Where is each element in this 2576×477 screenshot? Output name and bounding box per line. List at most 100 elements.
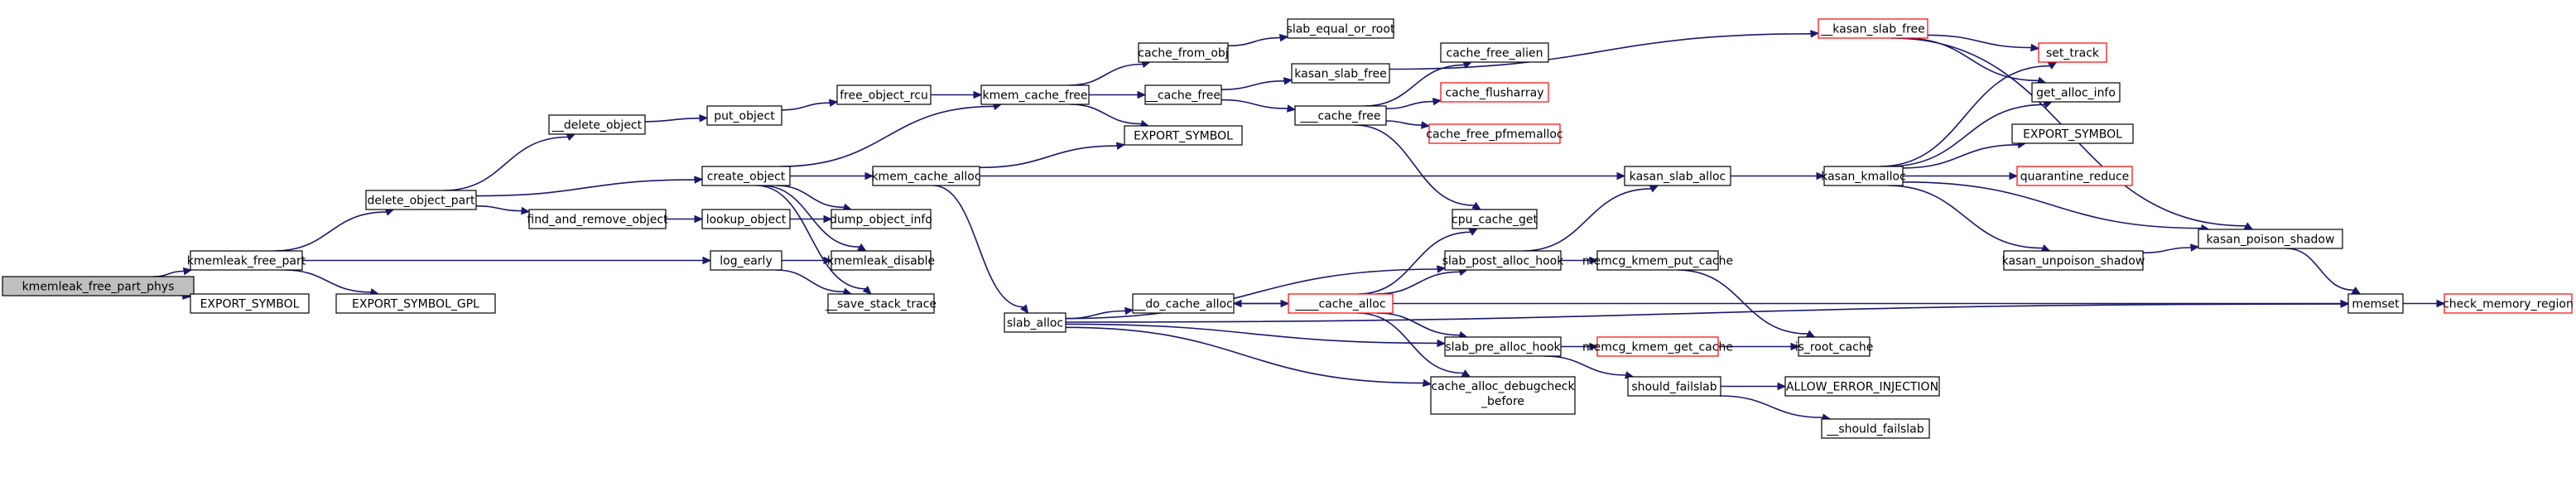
node---should-failslab[interactable]: __should_failslab (1821, 418, 1930, 439)
node-slab-alloc[interactable]: slab_alloc (1004, 312, 1067, 333)
node-box (1132, 293, 1235, 314)
edge-create_object-to-kmem_cache_free (779, 102, 1003, 167)
edge-line (761, 185, 860, 248)
edge-arrowhead (823, 214, 833, 224)
node-find-and-remove-object[interactable]: find_and_remove_object (527, 209, 668, 229)
node-cache-free-pfmemalloc[interactable]: cache_free_pfmemalloc (1426, 123, 1563, 144)
edge-line (979, 145, 1118, 169)
node-free-object-rcu[interactable]: free_object_rcu (836, 84, 932, 105)
node-should-failslab[interactable]: should_failslab (1627, 376, 1721, 397)
node-label: kasan_kmalloc (1821, 171, 1906, 184)
node-label: kmemleak_free_part (187, 255, 306, 268)
node-kasan-poison-shadow[interactable]: kasan_poison_shadow (2198, 229, 2343, 249)
edge-arrowhead (694, 176, 704, 184)
node---delete-object[interactable]: __delete_object (548, 114, 646, 135)
node-set-track[interactable]: set_track (2038, 42, 2107, 63)
node-delete-object-part[interactable]: delete_object_part (365, 190, 477, 210)
node-----cache-alloc[interactable]: ____cache_alloc (1288, 293, 1394, 314)
node-export-symbol-2[interactable]: EXPORT_SYMBOL (1124, 125, 1243, 146)
node-label: check_memory_region (2443, 298, 2574, 311)
edge-arrowhead (1421, 121, 1431, 129)
edge-arrowhead (1232, 299, 1242, 308)
edge-arrowhead (2047, 61, 2058, 70)
node-kmem-cache-alloc[interactable]: kmem_cache_alloc (871, 166, 981, 186)
edge-delete_object_part-to-__delete_object (443, 133, 576, 191)
edge-arrowhead (1468, 228, 1479, 236)
edge-kmem_cache_alloc-to-kasan_slab_alloc (980, 171, 1626, 181)
node---save-stack-trace[interactable]: __save_stack_trace (825, 293, 937, 314)
node-label: quarantine_reduce (2020, 171, 2130, 184)
node-kmemleak-free-part[interactable]: kmemleak_free_part (187, 250, 306, 271)
node-log-early[interactable]: log_early (710, 250, 782, 271)
node-memcg-kmem-get-cache[interactable]: memcg_kmem_get_cache (1582, 336, 1733, 357)
node-label: EXPORT_SYMBOL_GPL (352, 298, 479, 311)
edge-slab_alloc-to-slab_pre_alloc_hook (1065, 323, 1447, 348)
node-label: log_early (720, 255, 772, 268)
node-box (710, 250, 782, 271)
edge-line (475, 205, 522, 212)
node-check-memory-region[interactable]: check_memory_region (2443, 293, 2574, 314)
node-kmemleak-disable[interactable]: kmemleak_disable (827, 250, 935, 271)
node-create-object[interactable]: create_object (701, 166, 791, 186)
edge-line (1902, 181, 2202, 229)
node-export-symbol-3[interactable]: EXPORT_SYMBOL (2011, 123, 2134, 144)
node-cache-alloc-debugcheck[interactable]: cache_alloc_debugcheck_before (1430, 376, 1576, 415)
edge-arrowhead (521, 206, 531, 215)
node-label: memcg_kmem_put_cache (1582, 255, 1733, 268)
edge-____cache_alloc-to-slab_post_alloc_hook (1376, 267, 1468, 295)
node-kasan-unpoison-shadow[interactable]: kasan_unpoison_shadow (2002, 250, 2145, 271)
node-cache-flusharray[interactable]: cache_flusharray (1440, 82, 1549, 103)
node-get-alloc-info[interactable]: get_alloc_info (2031, 82, 2121, 103)
node---cache-free-1[interactable]: __cache_free (1144, 84, 1222, 105)
node-label: cache_from_obj (1138, 47, 1228, 60)
edge-arrowhead (1589, 256, 1599, 265)
edge-kasan_kmalloc-to-kasan_poison_shadow (1902, 181, 2210, 233)
edge-arrowhead (2009, 171, 2019, 181)
edge-arrowhead (1810, 30, 1820, 38)
node-lookup-object[interactable]: lookup_object (701, 209, 791, 229)
node-memcg-kmem-put-cache[interactable]: memcg_kmem_put_cache (1582, 250, 1733, 271)
node-dump-object-info[interactable]: dump_object_info (830, 209, 932, 229)
node-label: kasan_poison_shadow (2207, 234, 2335, 247)
node-is-root-cache[interactable]: is_root_cache (1795, 336, 1874, 357)
node-kasan-slab-free[interactable]: kasan_slab_free (1291, 63, 1390, 84)
node-label: EXPORT_SYMBOL (2023, 128, 2122, 142)
edge-line (775, 185, 845, 209)
node-kmem-cache-free[interactable]: kmem_cache_free (980, 84, 1090, 105)
node---kasan-slab-free[interactable]: __kasan_slab_free (1818, 18, 1928, 39)
node-label: __cache_free (1145, 89, 1221, 103)
node-root[interactable]: kmemleak_free_part_phys (2, 276, 195, 296)
edge-root-to-kmemleak_free_part (152, 267, 193, 277)
node-memset[interactable]: memset (2347, 293, 2404, 314)
edge-line (1927, 34, 2032, 49)
node-export-symbol-1[interactable]: EXPORT_SYMBOL (190, 293, 310, 314)
edge-find_and_remove_object-to-lookup_object (666, 214, 704, 224)
node-box (701, 166, 791, 186)
node-label: kmemleak_disable (827, 255, 935, 268)
node---do-cache-alloc[interactable]: __do_cache_alloc (1132, 293, 1235, 314)
node-slab-pre-alloc-hook[interactable]: slab_pre_alloc_hook (1444, 336, 1562, 357)
edge-line (1221, 80, 1285, 90)
node---cache-free-2[interactable]: ___cache_free (1294, 105, 1387, 126)
node-slab-post-alloc-hook[interactable]: slab_post_alloc_hook (1442, 250, 1565, 271)
node-cpu-cache-get[interactable]: cpu_cache_get (1452, 209, 1538, 229)
node-quarantine-reduce[interactable]: quarantine_reduce (2016, 166, 2133, 186)
node-cache-free-alien[interactable]: cache_free_alien (1440, 42, 1549, 63)
edge-____cache_alloc-to-memset (1393, 299, 2350, 308)
node-box (2, 276, 195, 296)
node-box (1627, 376, 1721, 397)
edge-____cache_alloc-to-__do_cache_alloc (1232, 299, 1289, 308)
edge-delete_object_part-to-find_and_remove_object (475, 205, 531, 215)
node-slab-equal-or-root[interactable]: slab_equal_or_root (1287, 18, 1395, 39)
node-kasan-kmalloc[interactable]: kasan_kmalloc (1821, 166, 1906, 186)
node-label: find_and_remove_object (527, 214, 668, 227)
node-export-symbol-gpl[interactable]: EXPORT_SYMBOL_GPL (335, 293, 496, 314)
edge-line (1065, 268, 1438, 320)
node-put-object[interactable]: put_object (706, 105, 782, 126)
edge-line (1543, 355, 1626, 376)
node-kasan-slab-alloc[interactable]: kasan_slab_alloc (1624, 166, 1731, 186)
edge-line (1385, 100, 1434, 109)
node-cache-from-obj[interactable]: cache_from_obj (1138, 42, 1229, 63)
node-box (701, 209, 791, 229)
node-allow-error-injection[interactable]: ALLOW_ERROR_INJECTION (1784, 376, 1940, 397)
